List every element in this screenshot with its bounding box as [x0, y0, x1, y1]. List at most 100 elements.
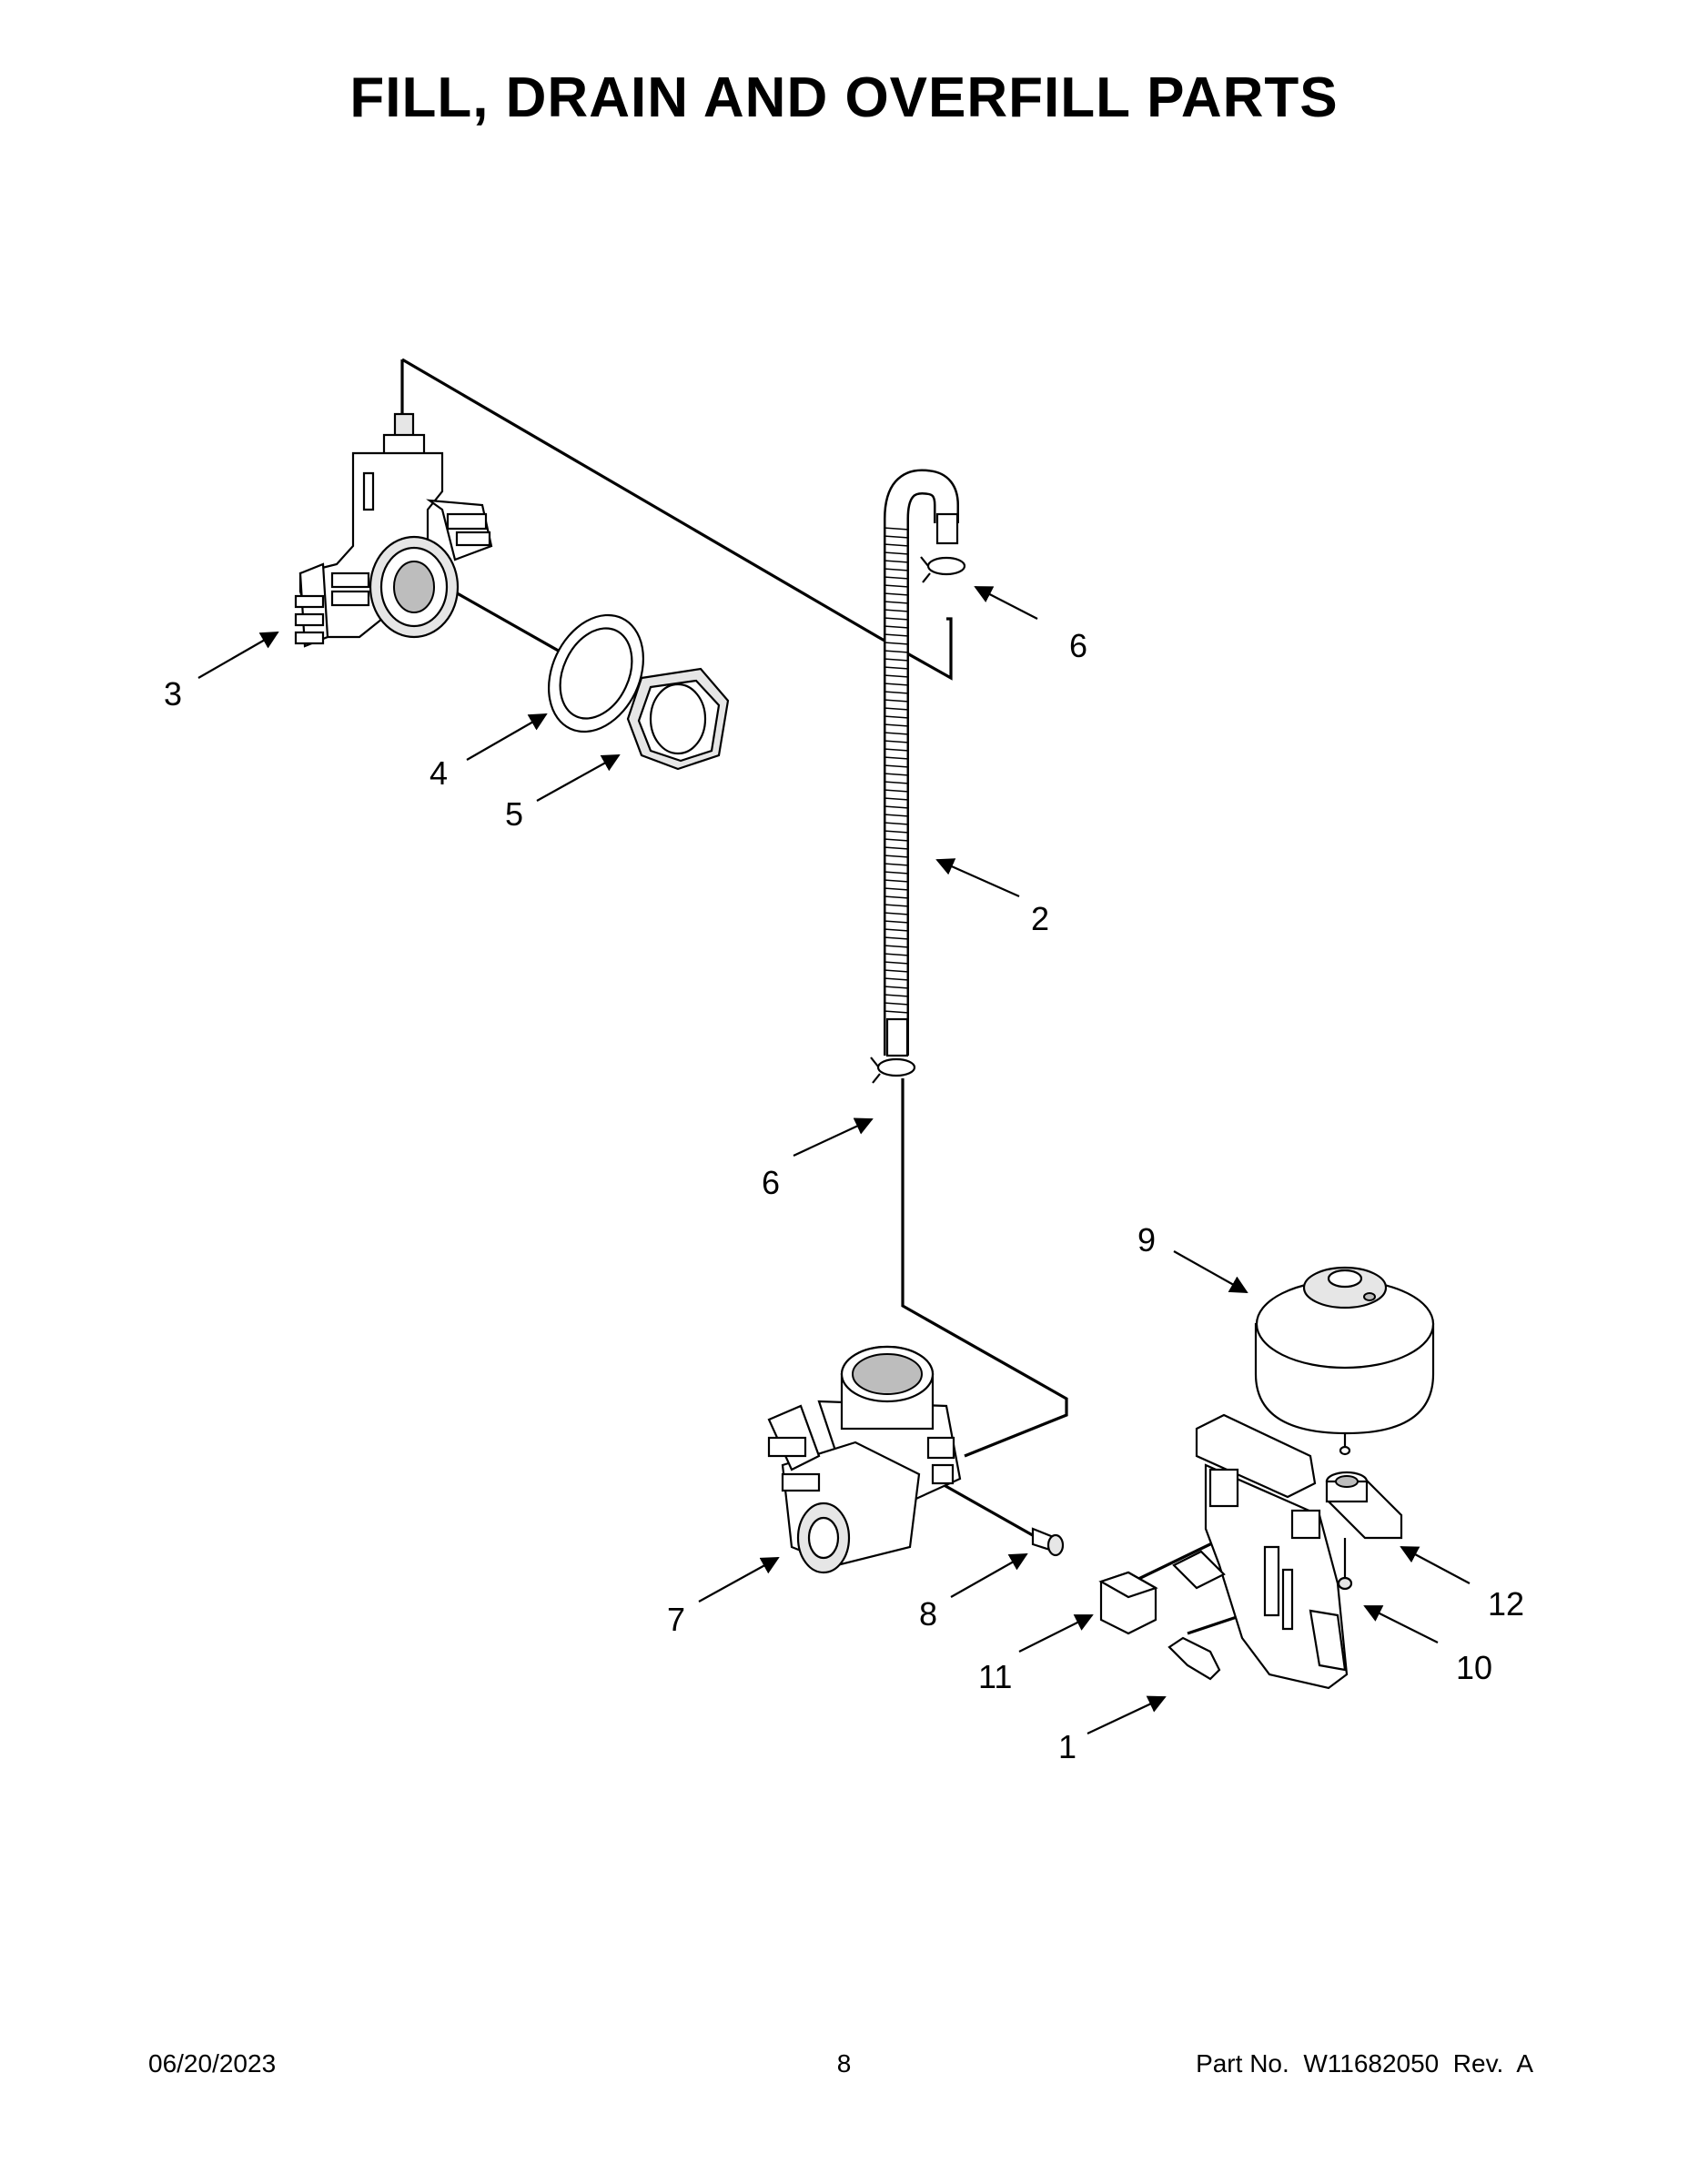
hose-rib: [883, 592, 910, 596]
leader-arrow-9: [1173, 1250, 1248, 1293]
callout-7: 7: [667, 1601, 685, 1638]
screw-part: [1031, 1527, 1065, 1557]
callout-6a: 6: [1069, 627, 1087, 664]
hose-rib: [883, 887, 910, 891]
float-part: [1254, 1266, 1435, 1456]
footer-part-number: Part No. W11682050 Rev. A: [1196, 2049, 1533, 2078]
hose-rib: [883, 535, 910, 539]
hose-rib: [883, 936, 910, 940]
hose-clamp-bottom-part: [870, 1057, 916, 1084]
leader-arrow-4: [466, 713, 548, 761]
hose-rib: [883, 912, 910, 915]
footer-date: 06/20/2023: [148, 2049, 277, 2078]
hose-rib: [883, 920, 910, 924]
hose-rib: [883, 633, 910, 637]
hose-rib: [883, 568, 910, 571]
callout-3: 3: [164, 675, 182, 713]
callout-9: 9: [1137, 1221, 1156, 1259]
leader-arrow-7: [698, 1557, 780, 1603]
hose-rib: [883, 674, 910, 678]
hose-rib: [883, 986, 910, 989]
callout-10: 10: [1456, 1649, 1492, 1686]
hose-rib: [883, 576, 910, 580]
connection-line-top: [400, 358, 953, 681]
leader-arrow-5: [536, 754, 621, 802]
hose-rib: [883, 707, 910, 711]
callout-5: 5: [505, 795, 523, 833]
hose-rib: [883, 732, 910, 735]
callout-11: 11: [978, 1658, 1012, 1695]
drain-pump-part: [767, 1345, 962, 1574]
hose-rib: [883, 543, 910, 547]
hose-rib: [883, 658, 910, 662]
leader-arrow-1: [1087, 1695, 1167, 1734]
callout-4: 4: [430, 754, 448, 792]
hose-rib: [883, 560, 910, 563]
hose-rib: [883, 904, 910, 907]
hose-rib: [883, 691, 910, 694]
hose-rib: [883, 789, 910, 793]
connection-line-bottom: [901, 1078, 1068, 1458]
hose-rib: [883, 854, 910, 858]
callout-6b: 6: [762, 1164, 780, 1201]
leader-arrow-11: [1018, 1614, 1094, 1653]
hose-rib: [883, 797, 910, 801]
hose-rib: [883, 1002, 910, 1006]
leader-arrow-8: [950, 1553, 1028, 1598]
hose-rib: [883, 642, 910, 645]
callout-8: 8: [919, 1595, 937, 1633]
float-stem-part: [1325, 1471, 1403, 1540]
hose-rib: [883, 1010, 910, 1014]
hose-rib: [883, 609, 910, 612]
hose-rib: [883, 773, 910, 776]
hose-rib: [883, 748, 910, 752]
hose-rib: [883, 945, 910, 948]
callout-1: 1: [1058, 1728, 1076, 1765]
hose-rib: [883, 625, 910, 629]
drain-hose-part: [883, 469, 959, 1057]
hose-rib: [883, 961, 910, 965]
hose-rib: [883, 781, 910, 784]
hose-rib: [883, 822, 910, 825]
hose-rib: [883, 814, 910, 817]
leader-arrow-6b: [793, 1117, 874, 1157]
hose-rib: [883, 764, 910, 768]
hose-rib: [883, 895, 910, 899]
hose-rib: [883, 838, 910, 842]
hose-rib: [883, 715, 910, 719]
leader-arrow-12: [1400, 1546, 1471, 1584]
hose-rib: [883, 601, 910, 604]
hose-rib: [883, 650, 910, 653]
hose-rib: [883, 879, 910, 883]
hose-rib: [883, 740, 910, 743]
leader-arrow-6a: [974, 586, 1038, 620]
hose-rib: [883, 830, 910, 834]
hose-rib: [883, 584, 910, 588]
hose-rib: [883, 805, 910, 809]
hose-rib: [883, 527, 910, 531]
leader-arrow-2: [935, 858, 1020, 898]
hose-rib: [883, 928, 910, 932]
hose-rib: [883, 953, 910, 956]
hose-rib: [883, 682, 910, 686]
hose-rib: [883, 699, 910, 703]
lever-clip-part: [1167, 1636, 1221, 1681]
hose-rib: [883, 846, 910, 850]
fill-funnel-part: [294, 412, 493, 648]
gasket-ring-part: [547, 613, 645, 733]
hose-rib: [883, 756, 910, 760]
leader-arrow-10: [1363, 1605, 1439, 1643]
nut-part: [626, 667, 730, 771]
hose-rib: [883, 969, 910, 973]
hose-rib: [883, 863, 910, 866]
float-switch-bracket-part: [1172, 1413, 1353, 1690]
hose-rib: [883, 551, 910, 555]
hose-rib: [883, 994, 910, 997]
hose-rib: [883, 977, 910, 981]
page-title: FILL, DRAIN AND OVERFILL PARTS: [349, 66, 1339, 129]
hose-rib: [883, 871, 910, 875]
hose-clamp-top-part: [920, 556, 966, 583]
hose-rib: [883, 666, 910, 670]
callout-12: 12: [1488, 1585, 1524, 1623]
